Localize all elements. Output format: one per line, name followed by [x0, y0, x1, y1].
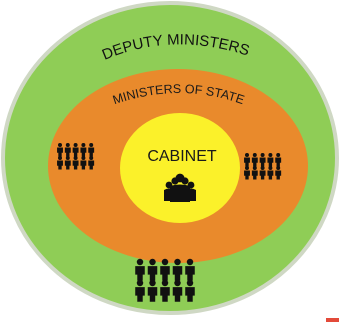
corner-accent-mark — [326, 318, 339, 322]
cabinet-core — [120, 113, 240, 223]
cabinet-label: CABINET — [147, 148, 217, 165]
group-icon — [164, 173, 196, 202]
